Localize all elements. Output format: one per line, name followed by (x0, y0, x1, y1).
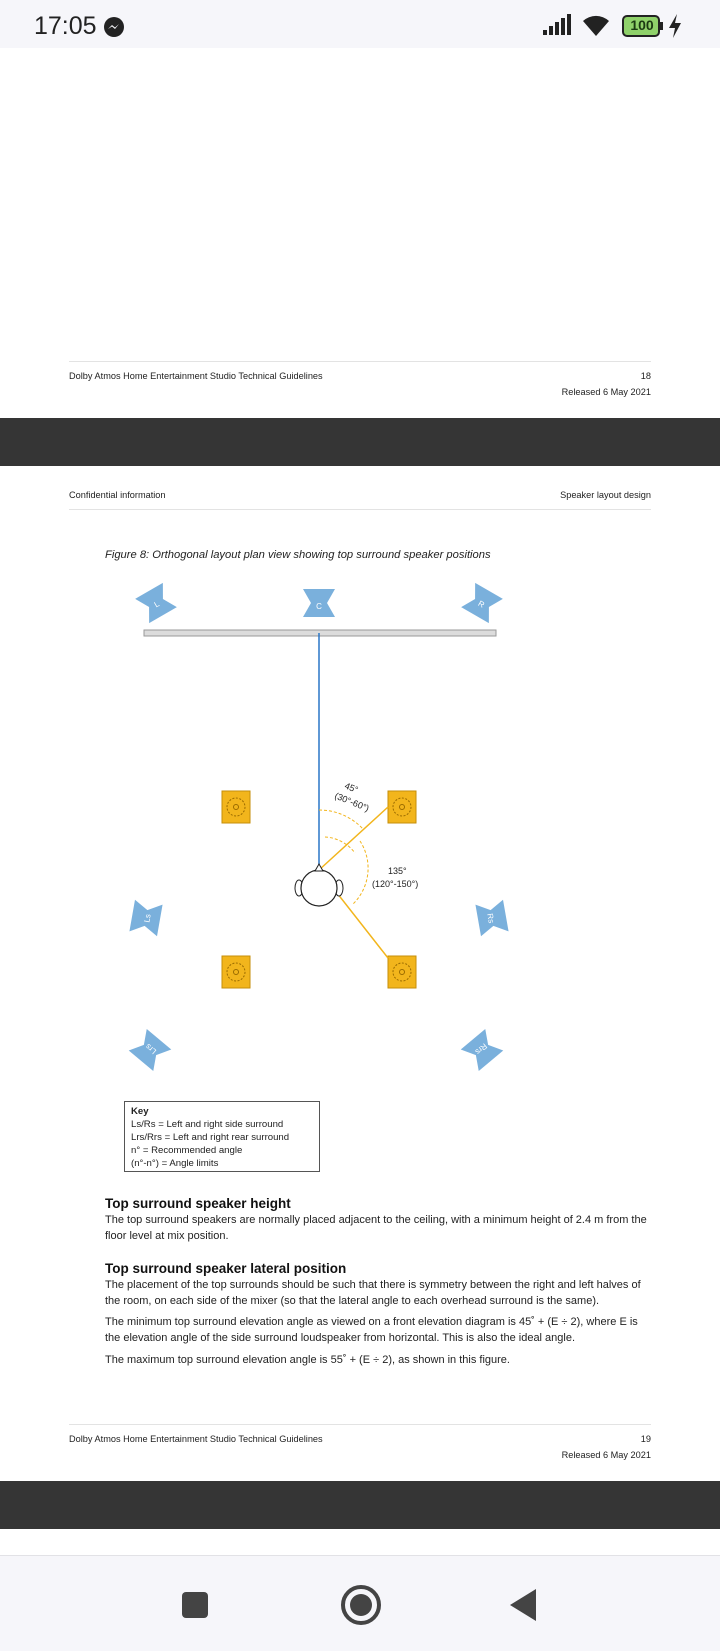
speaker-layout-diagram: L C R Ls Rs Lrs Rrs (128, 582, 509, 1072)
angle-arc-front (318, 809, 364, 830)
listener-head (294, 862, 344, 907)
figure-key: Key Ls/Rs = Left and right side surround… (124, 1101, 320, 1172)
angle-arc-rear (351, 840, 369, 906)
footer-release: Released 6 May 2021 (561, 387, 651, 397)
footer-rule (69, 361, 651, 362)
messenger-icon (104, 17, 124, 37)
recents-button[interactable] (181, 1591, 209, 1619)
page-gap (0, 418, 720, 466)
angle-arc-front-inner (324, 836, 356, 854)
key-line: (n°-n°) = Angle limits (131, 1158, 219, 1169)
speaker-r: R (461, 582, 503, 624)
speaker-ls: Ls (129, 899, 163, 937)
section-paragraph: The placement of the top surrounds shoul… (105, 1279, 641, 1307)
wifi-icon (583, 15, 609, 36)
footer-release: Released 6 May 2021 (561, 1450, 651, 1460)
key-line: Ls/Rs = Left and right side surround (131, 1119, 284, 1130)
section-heading: Top surround speaker height (105, 1196, 291, 1211)
footer-rule (69, 1424, 651, 1425)
footer-doc-title: Dolby Atmos Home Entertainment Studio Te… (69, 1434, 323, 1444)
battery-level: 100 (630, 17, 654, 33)
screen-bar (143, 629, 497, 637)
footer-page-number: 19 (640, 1434, 651, 1444)
top-surround-rear-right (387, 955, 417, 989)
header-confidential: Confidential information (69, 490, 166, 500)
section-paragraph: The minimum top surround elevation angle… (105, 1316, 638, 1344)
section-paragraph: The maximum top surround elevation angle… (105, 1354, 510, 1366)
navigation-bar (0, 1555, 720, 1651)
angle-front-limits: (30°-60°) (333, 791, 370, 814)
top-surround-front-right (387, 790, 417, 824)
clock: 17:05 (34, 12, 97, 40)
top-surround-front-left (221, 790, 251, 824)
speaker-label-ls: Ls (142, 913, 152, 923)
speaker-label-rs: Rs (485, 913, 496, 924)
charging-bolt-icon (669, 14, 681, 38)
top-surround-rear-left (221, 955, 251, 989)
angle-rear-limits: (120°-150°) (372, 879, 418, 889)
angle-line-front (318, 806, 389, 871)
header-section: Speaker layout design (560, 490, 651, 500)
signal-icon (543, 14, 571, 35)
footer-page-number: 18 (640, 371, 651, 381)
section-heading: Top surround speaker lateral position (105, 1261, 347, 1276)
speaker-label-c: C (316, 602, 322, 611)
speaker-l: L (135, 582, 177, 624)
footer-doc-title: Dolby Atmos Home Entertainment Studio Te… (69, 371, 323, 381)
speaker-label-r: R (476, 599, 486, 610)
speaker-rs: Rs (475, 899, 509, 937)
speaker-rrs: Rrs (460, 1028, 504, 1072)
key-line: n° = Recommended angle (131, 1145, 243, 1156)
speaker-lrs: Lrs (128, 1028, 172, 1072)
figure-caption: Figure 8: Orthogonal layout plan view sh… (105, 549, 491, 561)
header-rule (69, 509, 651, 510)
back-button[interactable] (508, 1588, 538, 1622)
speaker-c: C (303, 589, 335, 617)
angle-front-label: 45° (343, 781, 360, 796)
battery-icon: 100 (622, 15, 664, 37)
page-gap (0, 1481, 720, 1529)
key-line: Lrs/Rrs = Left and right rear surround (131, 1132, 290, 1143)
section-paragraph: The top surround speakers are normally p… (105, 1214, 647, 1242)
status-bar: 17:05 100 (0, 0, 720, 48)
speaker-label-l: L (153, 599, 162, 609)
key-title: Key (131, 1106, 149, 1117)
angle-rear-label: 135° (388, 866, 407, 876)
home-button[interactable] (340, 1584, 382, 1626)
